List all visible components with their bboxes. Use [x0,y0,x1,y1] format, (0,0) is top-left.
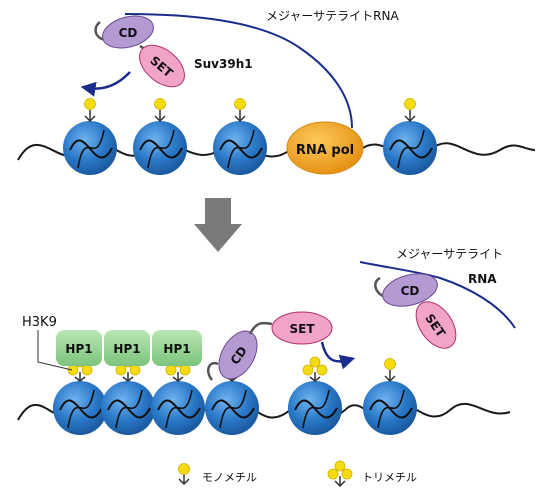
rna-pol-label: RNA pol [296,143,354,158]
monomethyl-mark [404,98,416,123]
hp1-protein: HP1 [56,330,102,366]
svg-text:HP1: HP1 [65,342,92,356]
satellite-rna-top [124,13,353,129]
svg-text:SET: SET [289,322,315,336]
svg-text:CD: CD [401,284,420,298]
hp1-protein: HP1 [104,330,150,366]
methylation-arrow-top [80,71,131,97]
nucleosome [151,381,205,435]
set-domain-free: SET [415,301,457,349]
svg-text:HP1: HP1 [113,342,140,356]
nucleosome [101,381,155,435]
legend-trimethyl-label: トリメチル [362,471,417,484]
set-domain-bound: SET [271,311,333,345]
nucleosome [133,121,187,175]
legend: モノメチル トリメチル [178,460,417,488]
legend-monomethyl-icon [178,463,190,486]
nucleosome [53,381,107,435]
svg-text:HP1: HP1 [163,342,190,356]
hp1-protein: HP1 [152,330,202,366]
satellite-rna-label-top: メジャーサテライトRNA [266,9,399,23]
top-panel: RNA pol CD SET Suv39h1 メジャーサテライトRNA [17,9,536,175]
monomethyl-mark [154,98,166,123]
h3k9-label: H3K9 [22,315,57,330]
satellite-rna-label-bottom-2: RNA [468,272,497,286]
h3k9-leader [37,330,73,371]
monomethyl-mark [234,98,246,123]
suv39h1-label: Suv39h1 [194,57,253,71]
cd-domain-free: CD [382,273,438,307]
monomethyl-mark [384,358,396,383]
nucleosome [63,121,117,175]
bottom-panel: HP1 HP1 HP1 H3K9 CD SET CD [17,247,516,435]
cd-domain-bound: CD [218,330,258,380]
cd-label: CD [119,26,138,40]
cd-domain: CD [94,15,154,49]
set-domain: SET [139,44,185,88]
satellite-rna-bottom [359,261,516,329]
nucleosome [288,381,342,435]
nucleosome [363,381,417,435]
nucleosome [383,121,437,175]
trimethyl-mark [302,356,328,382]
monomethyl-mark [84,98,96,123]
methylation-arrow-bottom [320,341,356,370]
nucleosome [213,121,267,175]
rna-polymerase: RNA pol [286,121,364,175]
nucleosome [205,381,259,435]
transition-arrow [194,198,242,252]
legend-trimethyl-icon [327,460,353,488]
legend-monomethyl-label: モノメチル [202,471,257,484]
satellite-rna-label-bottom-1: メジャーサテライト [396,247,503,261]
